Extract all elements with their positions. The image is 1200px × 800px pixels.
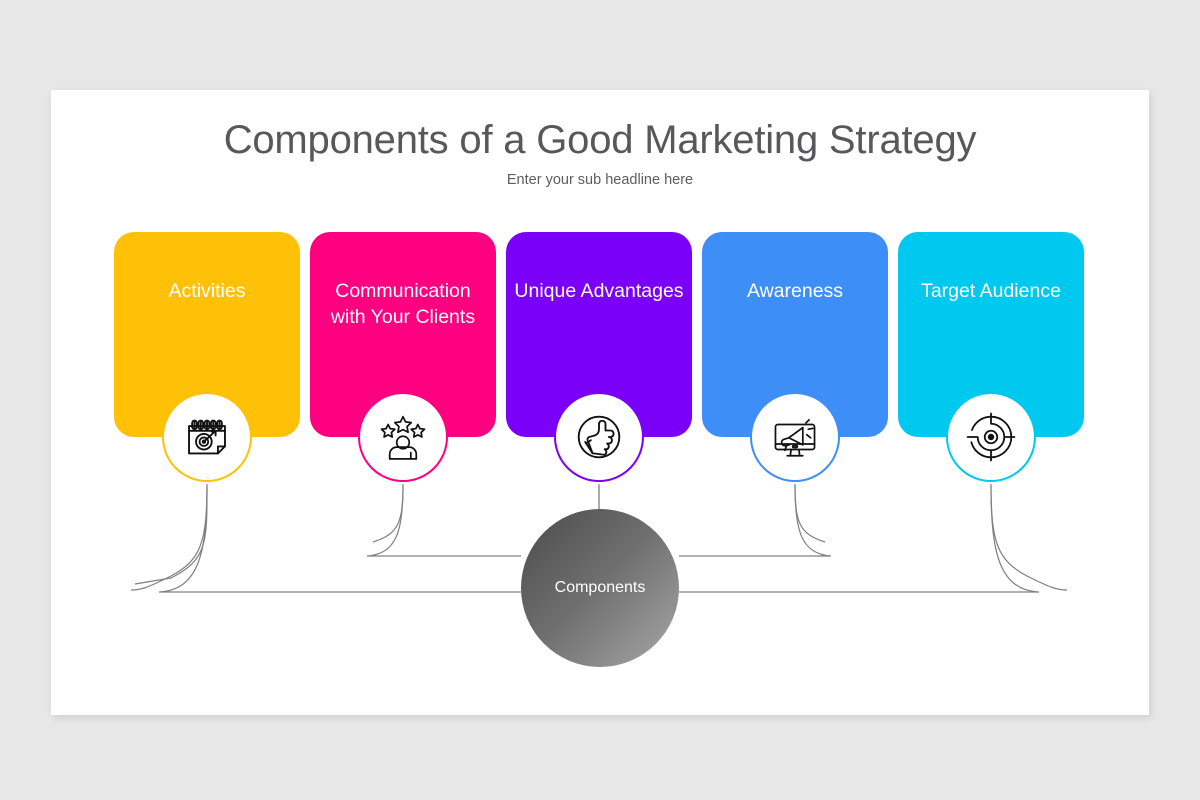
card-label: Activities — [168, 280, 246, 302]
card-label: Communication with Your Clients — [330, 280, 476, 328]
icon-circle-unique-advantages[interactable] — [554, 392, 644, 482]
card-label: Target Audience — [921, 280, 1061, 302]
hub-components[interactable]: Components — [521, 509, 679, 667]
icon-circle-activities[interactable] — [162, 392, 252, 482]
icon-circle-communication[interactable] — [358, 392, 448, 482]
icon-circle-awareness[interactable] — [750, 392, 840, 482]
person-stars-icon — [378, 412, 428, 462]
infographic-stage: Activities — [51, 90, 1149, 715]
hub-label: Components — [554, 579, 646, 596]
connector-2 — [366, 485, 521, 557]
card-label: Unique Advantages — [514, 280, 684, 302]
calendar-target-icon — [182, 412, 232, 462]
connector-5 — [679, 485, 1040, 593]
connector-1 — [158, 485, 521, 593]
thumbs-up-icon — [573, 411, 625, 463]
monitor-megaphone-icon — [770, 412, 820, 462]
card-label: Awareness — [746, 280, 844, 302]
crosshair-target-icon — [966, 412, 1016, 462]
page-subtitle: Enter your sub headline here — [506, 172, 694, 188]
icon-circle-target-audience[interactable] — [946, 392, 1036, 482]
connector-4 — [679, 485, 832, 557]
page-title: Components of a Good Marketing Strategy — [223, 118, 977, 162]
slide-canvas: Components of a Good Marketing Strategy … — [51, 90, 1149, 715]
